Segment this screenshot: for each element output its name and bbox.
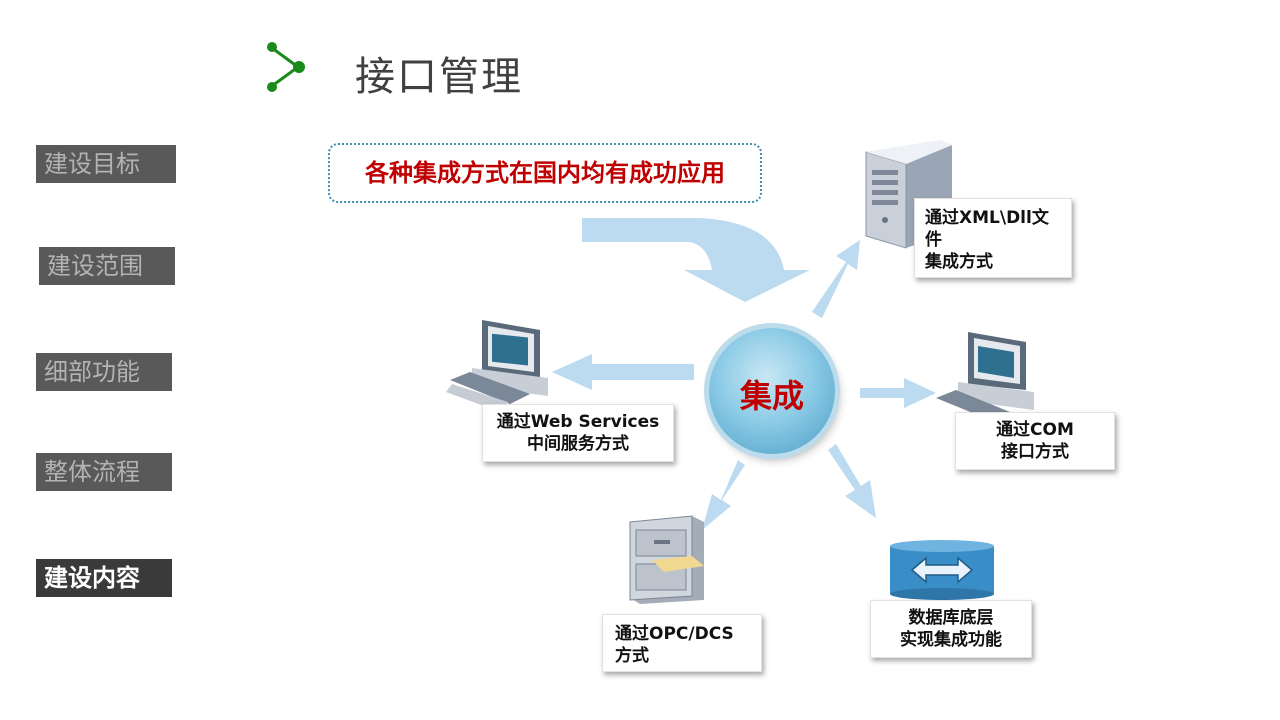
node-line: 通过OPC/DCS [615,624,734,644]
computer-icon [446,320,548,412]
node-line: 通过XML\Dll文 [925,208,1049,228]
database-layer-icon [890,540,994,600]
share-node-icon [267,42,305,92]
sidebar-item-functions[interactable]: 细部功能 [36,353,172,391]
hub-label: 集成 [739,377,804,415]
sidebar-item-goal[interactable]: 建设目标 [36,145,176,183]
node-line: 实现集成功能 [900,630,1002,650]
node-line: 集成方式 [925,252,993,272]
integration-hub: 集成 [709,328,835,454]
flow-arrow-opc [702,460,745,530]
flow-arrow-server [812,240,860,318]
node-label-web-services: 通过Web Services 中间服务方式 [482,404,674,462]
sidebar-item-process[interactable]: 整体流程 [36,453,172,491]
node-label-opc-dcs: 通过OPC/DCS 方式 [602,614,762,672]
node-line: 通过COM [996,420,1074,440]
computer-icon [936,332,1034,420]
flow-arrow-com [860,378,936,408]
headline-banner: 各种集成方式在国内均有成功应用 [328,143,762,203]
node-line: 件 [925,230,942,250]
node-line: 接口方式 [1001,442,1069,462]
flow-arrow-db [828,444,876,518]
sidebar-item-scope[interactable]: 建设范围 [39,247,175,285]
node-label-database: 数据库底层 实现集成功能 [870,600,1032,658]
node-line: 通过Web Services [496,412,660,432]
node-line: 中间服务方式 [527,434,629,454]
file-cabinet-icon [629,515,704,604]
flow-arrow-curved [582,218,810,302]
sidebar-item-content[interactable]: 建设内容 [36,559,172,597]
node-label-xml-dll: 通过XML\Dll文 件 集成方式 [914,198,1072,278]
node-line: 数据库底层 [908,608,994,628]
node-label-com: 通过COM 接口方式 [955,412,1115,470]
flow-arrow-web [552,354,694,390]
page-title: 接口管理 [355,54,523,100]
node-line: 方式 [615,646,649,666]
